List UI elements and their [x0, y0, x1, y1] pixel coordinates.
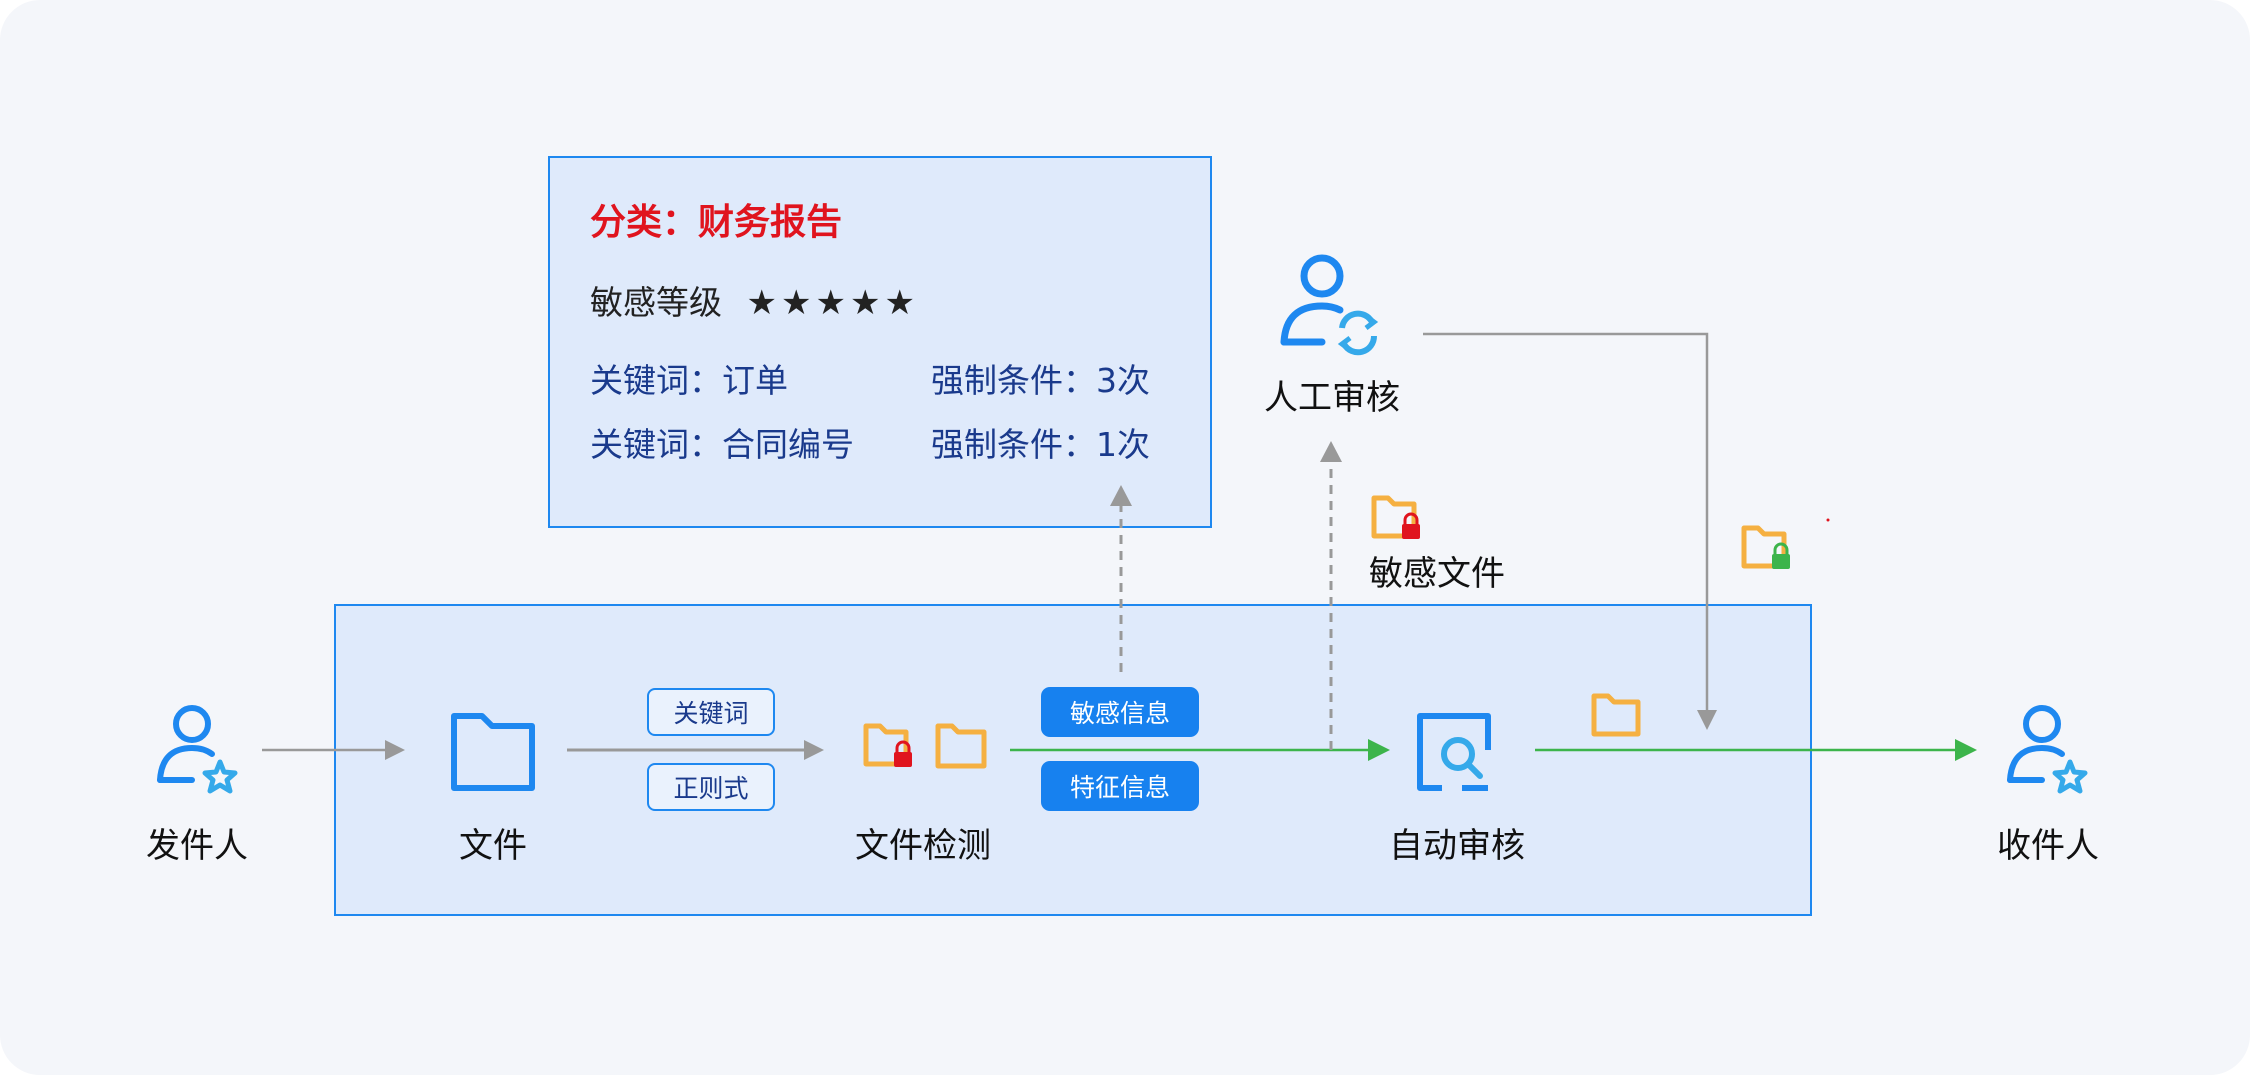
arrowhead-receiver [1955, 739, 1977, 761]
folder-orange-icon [1591, 693, 1641, 737]
sensitivity-stars: ★★★★★ [747, 283, 919, 323]
star-icon: ★ [884, 283, 919, 323]
tag-keyword: 关键词 [647, 688, 775, 736]
star-icon: ★ [849, 283, 885, 323]
auto-review-label: 自动审核 [1389, 826, 1525, 866]
arrowhead-auto-review [1368, 739, 1390, 761]
locked-folder-icon [863, 723, 912, 767]
sensitivity-level-label: 敏感等级 [590, 283, 722, 322]
auto-review-search-icon [1417, 713, 1491, 791]
arrowhead-return [1697, 710, 1717, 730]
arrowhead-manual-review [1320, 441, 1342, 462]
arrowhead-info-card [1110, 485, 1132, 506]
star-icon: ★ [815, 283, 850, 323]
card-row-keyword-2: 关键词：合同编号 [590, 425, 854, 464]
sender-user-star-icon [157, 705, 238, 794]
approved-locked-folder-icon [1741, 525, 1790, 569]
manual-review-label: 人工审核 [1264, 378, 1400, 418]
red-dot-mark [1826, 518, 1830, 522]
card-row-condition-2: 强制条件：1次 [931, 425, 1150, 464]
file-label: 文件 [459, 826, 527, 866]
sensitivity-level: 敏感等级 ★★★★★ [590, 286, 919, 320]
arrowhead-file [385, 740, 405, 760]
detect-label: 文件检测 [855, 826, 991, 866]
tag-feature-info: 特征信息 [1041, 761, 1199, 811]
folder-orange-icon [935, 723, 987, 769]
tag-sensitive-info: 敏感信息 [1041, 687, 1199, 737]
arrowhead-detect [804, 740, 824, 760]
arrow-manual-review-return [1423, 332, 1709, 712]
classification-info-card [548, 156, 1212, 528]
detection-flow-panel [334, 604, 1812, 916]
receiver-label: 收件人 [1997, 826, 2099, 866]
card-row-keyword-1: 关键词：订单 [590, 361, 788, 400]
tag-regex: 正则式 [647, 763, 775, 811]
folder-icon [451, 713, 535, 791]
star-icon: ★ [746, 283, 781, 323]
sender-label: 发件人 [146, 826, 248, 866]
card-row-condition-1: 强制条件：3次 [931, 361, 1150, 400]
star-icon: ★ [780, 283, 816, 323]
manual-review-user-sync-icon [1280, 254, 1379, 356]
sensitive-locked-folder-icon [1371, 495, 1420, 539]
info-card-title: 分类：财务报告 [590, 202, 843, 243]
receiver-user-star-icon [2007, 705, 2088, 794]
sensitive-file-label: 敏感文件 [1369, 554, 1505, 594]
